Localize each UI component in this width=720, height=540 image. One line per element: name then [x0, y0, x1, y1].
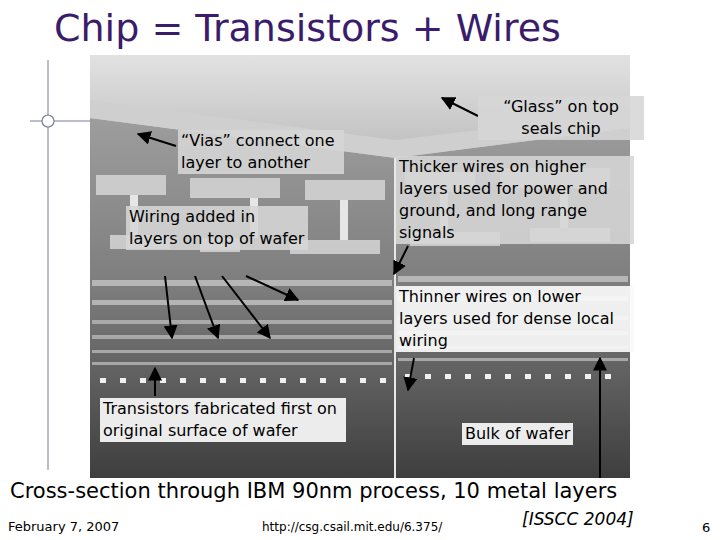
citation: [ISSCC 2004]	[522, 508, 634, 530]
transistors-note: Transistors fabricated first on original…	[100, 398, 346, 442]
vias-note: “Vias” connect one layer to another	[178, 130, 344, 174]
footer-url: http://csg.csail.mit.edu/6.375/	[262, 520, 442, 536]
wiring-note: Wiring added in layers on top of wafer	[126, 206, 308, 250]
figure-caption: Cross-section through IBM 90nm process, …	[10, 478, 617, 505]
footer-date: February 7, 2007	[8, 519, 119, 536]
bulk-note: Bulk of wafer	[462, 423, 573, 445]
page-number: 6	[702, 520, 710, 537]
glass-note: “Glass” on top seals chip	[478, 96, 644, 140]
thick-wires-note: Thicker wires on higher layers used for …	[396, 156, 634, 244]
slide-title: Chip = Transistors + Wires	[54, 6, 561, 52]
thin-wires-note: Thinner wires on lower layers used for d…	[396, 286, 634, 352]
